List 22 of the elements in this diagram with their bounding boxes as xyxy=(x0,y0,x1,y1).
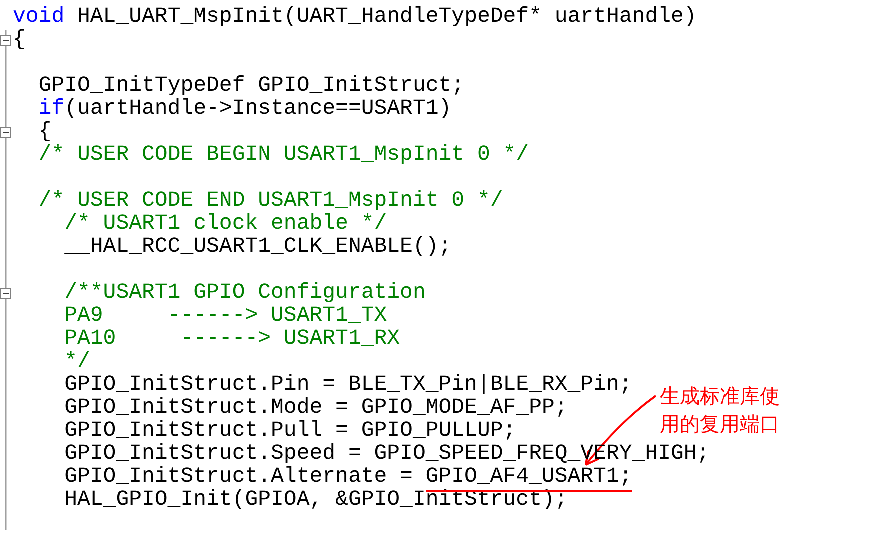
code-line: (uartHandle->Instance==USART1) xyxy=(64,98,452,121)
code-comment: */ xyxy=(64,351,90,374)
underlined-code: GPIO_AF4_USART1; xyxy=(426,466,632,492)
code-line: { xyxy=(38,121,52,144)
code-line: HAL_GPIO_Init(GPIOA, &GPIO_InitStruct); xyxy=(64,489,568,512)
code-line: GPIO_InitTypeDef GPIO_InitStruct; xyxy=(38,75,465,98)
code-line: GPIO_InitStruct.Alternate = xyxy=(64,466,413,489)
code-line: HAL_UART_MspInit(UART_HandleTypeDef* uartHandle) xyxy=(78,6,697,29)
annotation-text: 生成标准库使用的复用端口 xyxy=(660,382,790,438)
code-comment: /* USART1 clock enable */ xyxy=(64,213,388,236)
code-comment: PA10 ------> USART1_RX xyxy=(64,328,400,351)
code-comment: /* USER CODE END USART1_MspInit 0 */ xyxy=(38,190,504,213)
code-comment: PA9 ------> USART1_TX xyxy=(64,305,388,328)
keyword: void xyxy=(13,6,65,29)
code-comment: /* USER CODE BEGIN USART1_MspInit 0 */ xyxy=(38,144,530,167)
code-line: GPIO_InitStruct.Mode = GPIO_MODE_AF_PP; xyxy=(64,397,568,420)
code-line: GPIO_InitStruct.Pin = BLE_TX_Pin|BLE_RX_Pin; xyxy=(64,374,632,397)
code-comment: /**USART1 GPIO Configuration xyxy=(64,282,426,305)
keyword: if xyxy=(38,98,65,121)
code-line: { xyxy=(13,29,26,52)
code-line: GPIO_InitStruct.Pull = GPIO_PULLUP; xyxy=(64,420,516,443)
code-line: __HAL_RCC_USART1_CLK_ENABLE(); xyxy=(64,236,452,259)
